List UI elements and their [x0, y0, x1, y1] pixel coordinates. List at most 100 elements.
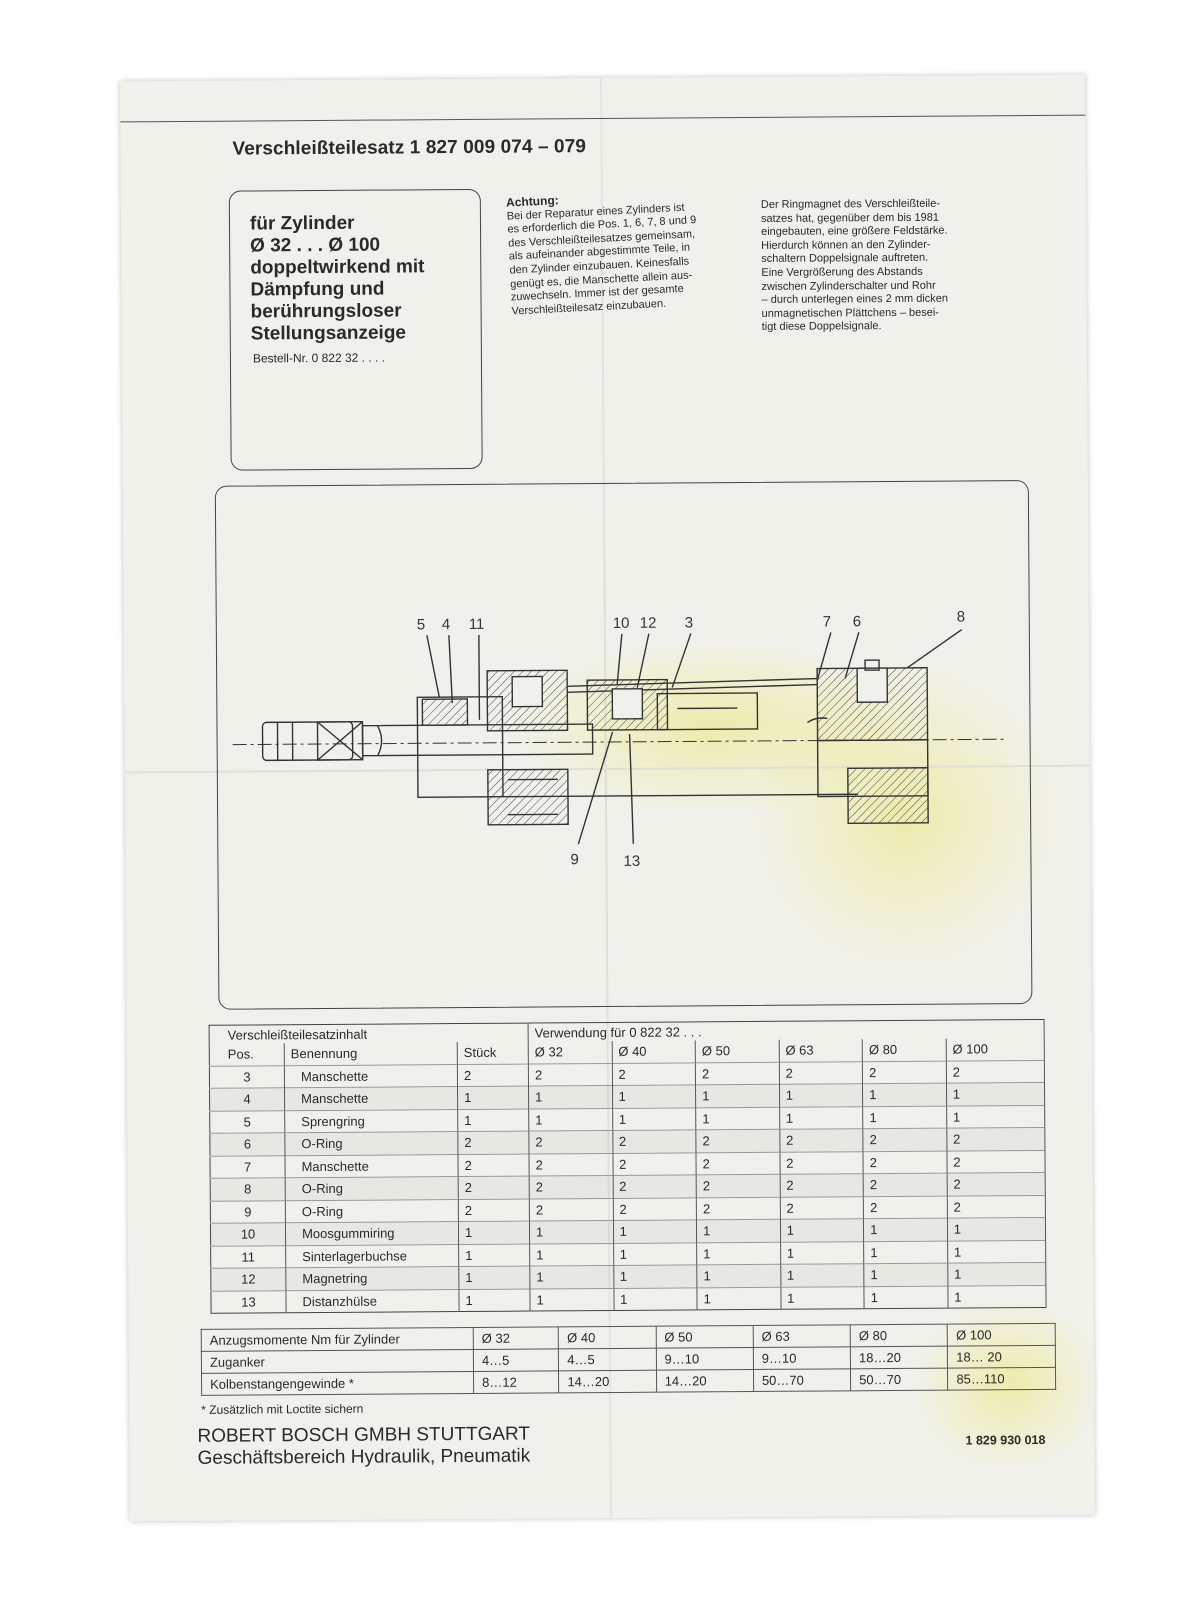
table-cell: 1: [779, 1083, 863, 1107]
table-cell: 2: [863, 1128, 947, 1152]
table-cell: 2: [863, 1150, 947, 1174]
table-cell: 1: [529, 1265, 614, 1289]
table-cell: 2: [612, 1129, 697, 1153]
table-cell: 12: [210, 1267, 286, 1291]
callout-label: 5: [417, 616, 425, 633]
table-cell: 2: [779, 1128, 864, 1152]
torque-header-cell: Ø 80: [850, 1324, 948, 1347]
table-cell: 1: [695, 1084, 780, 1108]
table-cell: 2: [863, 1173, 948, 1197]
column-header: Ø 32: [528, 1040, 612, 1064]
callout-label: 6: [853, 613, 861, 630]
table-cell: 1: [612, 1084, 696, 1108]
table-cell: 1: [529, 1287, 614, 1312]
order-number: Bestell-Nr. 0 822 32 . . . .: [252, 350, 386, 366]
table-cell: 1: [862, 1105, 947, 1129]
table-cell: 1: [863, 1263, 948, 1287]
torque-header-cell: Anzugsmomente Nm für Zylinder: [201, 1327, 474, 1352]
table-cell: 1: [780, 1241, 864, 1265]
table-cell: 4: [209, 1087, 285, 1111]
heading-line: Stellungsanzeige: [250, 322, 407, 345]
column-header: Ø 40: [611, 1040, 696, 1063]
table-cell: 2: [457, 1131, 529, 1155]
part-name-cell: O-Ring: [284, 1131, 458, 1156]
table-cell: 1: [864, 1285, 948, 1309]
callout-label: 8: [957, 608, 965, 625]
table-cell: 1: [458, 1288, 531, 1312]
callout-label: 13: [623, 853, 640, 870]
table-cell: 1: [613, 1264, 698, 1288]
table-cell: 2: [946, 1149, 1046, 1174]
part-name-cell: O-Ring: [285, 1199, 459, 1223]
top-rule: [120, 114, 1086, 123]
table-cell: 1: [529, 1242, 614, 1267]
table-cell: 1: [947, 1284, 1047, 1309]
callout-label: 12: [640, 615, 657, 632]
table-cell: 1: [696, 1219, 781, 1243]
table-cell: 2: [528, 1130, 613, 1154]
torque-cell: 85…110: [947, 1367, 1056, 1391]
part-name-cell: Manschette: [284, 1086, 458, 1111]
parts-group-header: Verschleißteilesatzinhalt: [209, 1023, 529, 1044]
table-cell: 2: [529, 1197, 613, 1222]
table-cell: 2: [611, 1062, 696, 1086]
table-cell: 1: [528, 1107, 613, 1132]
torque-header-cell: Ø 32: [473, 1326, 559, 1350]
table-cell: 1: [780, 1263, 865, 1287]
achtung-note: Achtung: Bei der Reparatur eines Zylinde…: [506, 185, 752, 319]
heading-line: Ø 32 . . . Ø 100: [250, 234, 381, 257]
table-cell: 1: [457, 1086, 529, 1110]
table-cell: 11: [210, 1245, 286, 1269]
table-cell: 2: [696, 1174, 780, 1198]
cylinder-diagram-box: 5 4 11 10 12 3 7 6 8 9 13: [214, 480, 1033, 1010]
info-box: für Zylinder Ø 32 . . . Ø 100 doppeltwir…: [228, 188, 483, 471]
heading-line: doppeltwirkend mit: [250, 256, 425, 279]
table-cell: 1: [946, 1104, 1045, 1129]
table-cell: 5: [209, 1110, 285, 1134]
table-cell: 1: [779, 1106, 864, 1130]
table-cell: 1: [947, 1262, 1046, 1286]
table-cell: 2: [779, 1196, 864, 1220]
table-cell: 2: [528, 1152, 613, 1177]
table-cell: 2: [457, 1063, 529, 1087]
heading-line: für Zylinder: [249, 212, 355, 235]
table-cell: 1: [612, 1219, 697, 1243]
column-header: Ø 63: [778, 1039, 863, 1062]
table-cell: 2: [458, 1198, 530, 1222]
part-name-cell: Manschette: [284, 1154, 459, 1178]
table-cell: 2: [528, 1062, 613, 1087]
torque-cell: 50…70: [753, 1368, 851, 1392]
column-header: Ø 100: [945, 1037, 1045, 1061]
ringmagnet-line: tigt diese Doppelsignale.: [761, 320, 882, 334]
table-cell: 2: [612, 1197, 697, 1221]
table-cell: 1: [947, 1217, 1046, 1241]
torque-cell: 50…70: [850, 1368, 948, 1391]
parts-table: Verschleißteilesatzinhalt Verwendung für…: [208, 1018, 1047, 1314]
table-cell: 2: [946, 1172, 1046, 1196]
document-title: Verschleißteilesatz 1 827 009 074 – 079: [232, 136, 587, 160]
part-name-cell: Sinterlagerbuchse: [285, 1244, 459, 1268]
torque-cell: 18… 20: [947, 1345, 1056, 1369]
torque-cell: 14…20: [656, 1369, 754, 1393]
company-block: ROBERT BOSCH GMBH STUTTGART Geschäftsber…: [197, 1424, 530, 1470]
table-cell: 2: [612, 1152, 697, 1176]
piston-rod: [361, 723, 594, 757]
table-cell: 13: [210, 1290, 287, 1314]
table-cell: 1: [696, 1264, 781, 1288]
column-header: Stück: [457, 1041, 529, 1065]
callout-label: 3: [685, 614, 693, 631]
table-cell: 1: [863, 1240, 948, 1264]
table-cell: 1: [695, 1106, 780, 1130]
callout-label: 4: [442, 616, 450, 633]
part-name-cell: Distanzhülse: [285, 1289, 460, 1313]
table-cell: 8: [210, 1177, 286, 1201]
part-name-cell: Manschette: [284, 1064, 458, 1088]
table-cell: 2: [947, 1194, 1046, 1219]
table-cell: 1: [613, 1287, 698, 1311]
table-cell: 2: [779, 1151, 864, 1175]
column-header: Ø 80: [862, 1038, 947, 1062]
table-cell: 9: [210, 1200, 286, 1224]
cylinder-cross-section: 5 4 11 10 12 3 7 6 8 9 13: [232, 608, 1008, 870]
callout-label: 10: [613, 615, 630, 632]
